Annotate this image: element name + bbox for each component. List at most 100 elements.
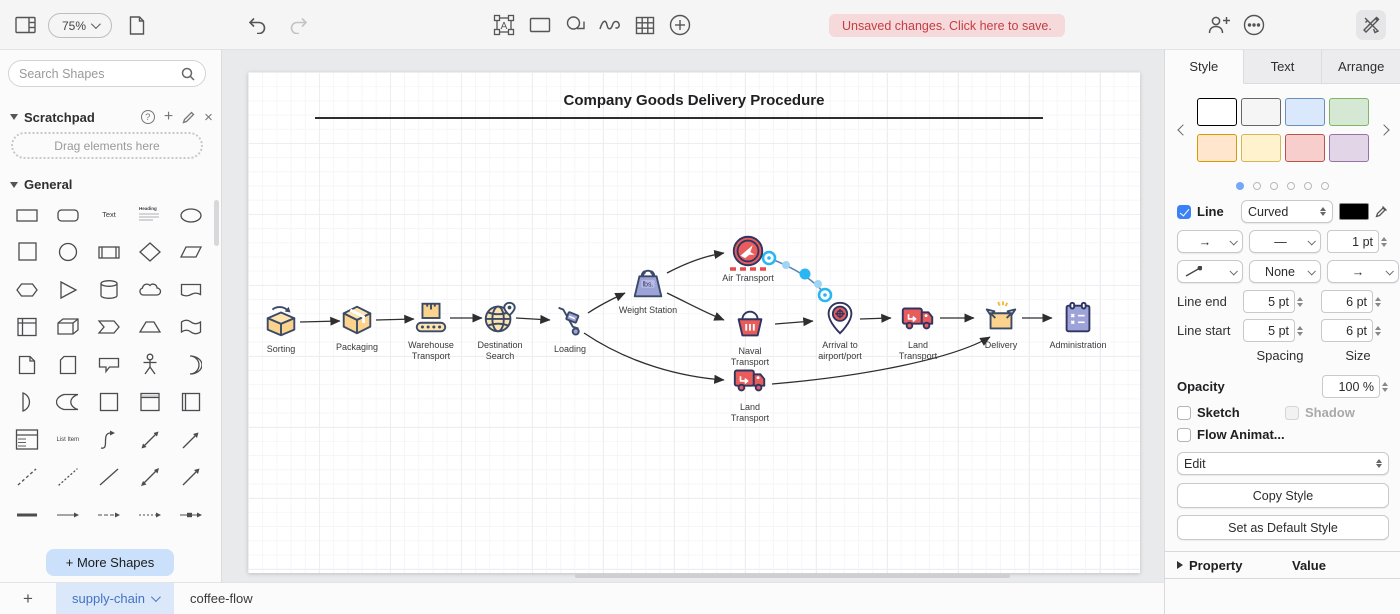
shape-vertical-container[interactable]: [171, 384, 212, 422]
add-page-button[interactable]: +: [23, 588, 33, 608]
stepper-icon[interactable]: [1297, 325, 1303, 336]
stepper-icon[interactable]: [1375, 296, 1381, 307]
undo-icon[interactable]: [244, 12, 270, 38]
node-destination-search[interactable]: Destination Search: [468, 299, 532, 362]
table-tool-icon[interactable]: [632, 12, 658, 38]
shape-rectangle[interactable]: [6, 196, 47, 234]
line-end-size-input[interactable]: [1321, 290, 1373, 313]
edge-endpoint-handle[interactable]: [817, 287, 833, 303]
edit-style-select[interactable]: Edit: [1177, 452, 1389, 475]
edge-destination-loading[interactable]: [515, 314, 551, 324]
node-weight-station[interactable]: lbs. Weight Station: [616, 264, 680, 316]
line-width-input[interactable]: [1327, 230, 1379, 253]
shape-arrow-line[interactable]: [171, 459, 212, 497]
page-tab-supply-chain[interactable]: supply-chain: [56, 583, 174, 614]
node-delivery[interactable]: Delivery: [969, 299, 1033, 351]
shape-ellipse[interactable]: [171, 196, 212, 234]
edge-loading-land[interactable]: [583, 332, 725, 384]
pagination-dot[interactable]: [1236, 182, 1244, 190]
line-start-spacing-input[interactable]: [1243, 319, 1295, 342]
shape-actor[interactable]: [130, 346, 171, 384]
style-swatch[interactable]: [1285, 98, 1325, 126]
freehand-tool-icon[interactable]: [597, 12, 623, 38]
horizontal-scrollbar[interactable]: [575, 574, 1010, 578]
shape-list-item[interactable]: List Item: [56, 436, 80, 443]
shape-rect-plain[interactable]: [88, 384, 129, 422]
collapse-triangle-icon[interactable]: [10, 114, 18, 120]
shape-card[interactable]: [47, 346, 88, 384]
shape-triangle[interactable]: [47, 271, 88, 309]
shape-step[interactable]: [88, 309, 129, 347]
tab-text[interactable]: Text: [1244, 50, 1323, 83]
opacity-input[interactable]: [1322, 375, 1380, 398]
eyedropper-icon[interactable]: [1375, 205, 1388, 218]
shape-cloud[interactable]: [130, 271, 171, 309]
shape-process[interactable]: [88, 234, 129, 272]
shape-internal-storage[interactable]: [6, 309, 47, 347]
style-swatch[interactable]: [1197, 134, 1237, 162]
node-administration[interactable]: Administration: [1046, 299, 1110, 351]
waypoint-style-select[interactable]: None: [1249, 260, 1321, 283]
edge-arrival-land[interactable]: [859, 313, 892, 323]
shape-cube[interactable]: [47, 309, 88, 347]
edge-loading-weight[interactable]: [587, 292, 626, 314]
node-sorting[interactable]: Sorting: [249, 303, 313, 355]
node-packaging[interactable]: Packaging: [325, 301, 389, 353]
shape-or[interactable]: [171, 346, 212, 384]
shape-diamond[interactable]: [130, 234, 171, 272]
line-color-swatch[interactable]: [1339, 203, 1369, 220]
more-options-icon[interactable]: [1241, 12, 1267, 38]
shape-square[interactable]: [6, 234, 47, 272]
redo-icon[interactable]: [286, 12, 312, 38]
shape-tape[interactable]: [171, 309, 212, 347]
shape-bold-line[interactable]: [6, 496, 47, 534]
stepper-icon[interactable]: [1381, 236, 1387, 247]
line-style-select[interactable]: Curved: [1241, 200, 1333, 223]
shape-data-storage[interactable]: [47, 384, 88, 422]
swatch-next-icon[interactable]: [1378, 124, 1390, 136]
canvas-area[interactable]: Company Goods Delivery Procedure: [222, 50, 1164, 582]
copy-style-button[interactable]: Copy Style: [1177, 483, 1389, 508]
property-section-header[interactable]: Property Value: [1165, 551, 1400, 579]
shape-heading[interactable]: Heading: [130, 196, 171, 234]
edge-sorting-packaging[interactable]: [299, 316, 341, 326]
style-swatch[interactable]: [1329, 134, 1369, 162]
format-panel-toggle-icon[interactable]: [12, 12, 38, 38]
diagram-title[interactable]: Company Goods Delivery Procedure: [563, 92, 825, 109]
style-swatch[interactable]: [1285, 134, 1325, 162]
set-default-style-button[interactable]: Set as Default Style: [1177, 515, 1389, 540]
search-input[interactable]: [19, 66, 181, 81]
scratchpad-help-icon[interactable]: ?: [140, 110, 155, 124]
edge-naval-arrival[interactable]: [774, 317, 814, 327]
edge-waypoint-dot[interactable]: [782, 261, 790, 269]
unsaved-changes-banner[interactable]: Unsaved changes. Click here to save.: [829, 14, 1065, 37]
swatch-prev-icon[interactable]: [1177, 124, 1189, 136]
style-swatch[interactable]: [1241, 134, 1281, 162]
shape-parallelogram[interactable]: [171, 234, 212, 272]
node-warehouse-transport[interactable]: Warehouse Transport: [399, 299, 463, 362]
shape-cylinder[interactable]: [88, 271, 129, 309]
edge-weight-naval[interactable]: [666, 292, 725, 321]
pagination-dot[interactable]: [1304, 182, 1312, 190]
line-start-size-input[interactable]: [1321, 319, 1373, 342]
shapes-tool-icon[interactable]: [563, 12, 589, 38]
node-arrival[interactable]: Arrival to airport/port: [808, 299, 872, 362]
design-tools-icon[interactable]: [1356, 10, 1386, 40]
title-underline[interactable]: [315, 117, 1043, 119]
pagination-dot[interactable]: [1253, 182, 1261, 190]
shape-bidirectional-arrow[interactable]: [130, 421, 171, 459]
pagination-dot[interactable]: [1287, 182, 1295, 190]
edge-endpoint-handle[interactable]: [761, 250, 777, 266]
node-air-transport[interactable]: Air Transport: [722, 232, 774, 284]
shape-link-arrow[interactable]: [171, 496, 212, 534]
shape-dashed-line[interactable]: [6, 459, 47, 497]
shape-container[interactable]: [130, 384, 171, 422]
flow-animation-checkbox[interactable]: [1177, 427, 1191, 442]
line-checkbox[interactable]: [1177, 204, 1191, 219]
shape-rounded-rectangle[interactable]: [47, 196, 88, 234]
shape-circle[interactable]: [47, 234, 88, 272]
shape-list[interactable]: [6, 421, 47, 459]
shadow-checkbox[interactable]: [1285, 405, 1299, 420]
line-dash-select[interactable]: —: [1249, 230, 1321, 253]
scratchpad-edit-icon[interactable]: [182, 111, 195, 124]
